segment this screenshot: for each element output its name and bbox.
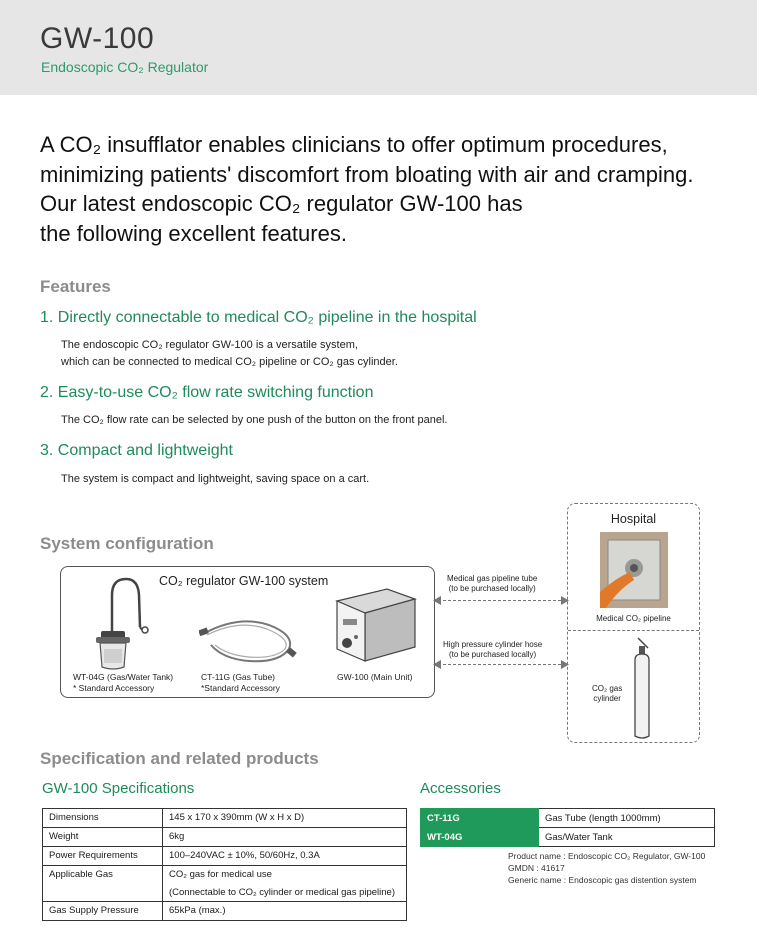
table-row: Power Requirements 100–240VAC ± 10%, 50/…: [42, 846, 407, 866]
cylinder-hose-line: (to be purchased locally): [449, 650, 537, 659]
product-info-line: Product name : Endoscopic CO₂ Regulator,…: [508, 851, 706, 861]
feature-body-line: The endoscopic CO₂ regulator GW-100 is a…: [61, 339, 358, 351]
product-title: GW-100: [40, 22, 155, 55]
spec-table: Dimensions 145 x 170 x 390mm (W x H x D)…: [42, 808, 407, 921]
table-row: Weight 6kg: [42, 827, 407, 847]
feature-body-1: The endoscopic CO₂ regulator GW-100 is a…: [61, 337, 398, 371]
accessories-title: Accessories: [420, 780, 501, 797]
medical-pipeline-label: Medical CO₂ pipeline: [596, 614, 671, 623]
table-row: CT-11G Gas Tube (length 1000mm): [420, 808, 715, 828]
spec-key: Gas Supply Pressure: [42, 901, 163, 921]
spec-value: CO₂ gas for medical use (Connectable to …: [162, 865, 407, 902]
arrow-left-icon: [433, 660, 441, 669]
intro-line: the following excellent features.: [40, 220, 347, 246]
spec-value: 65kPa (max.): [162, 901, 407, 921]
gas-water-tank-icon: [96, 577, 149, 670]
pipeline-tube-label: Medical gas pipeline tube (to be purchas…: [447, 574, 537, 594]
spec-key: Dimensions: [42, 808, 163, 828]
tank-label: WT-04G (Gas/Water Tank) * Standard Acces…: [73, 672, 173, 694]
product-info-line: GMDN : 41617: [508, 863, 565, 873]
feature-body-2: The CO₂ flow rate can be selected by one…: [61, 412, 447, 429]
spec-value-line: (Connectable to CO₂ cylinder or medical …: [169, 887, 395, 898]
system-config-title: System configuration: [40, 534, 214, 553]
accessory-desc: Gas/Water Tank: [538, 827, 715, 847]
accessories-table: CT-11G Gas Tube (length 1000mm) WT-04G G…: [420, 808, 715, 847]
spec-value: 145 x 170 x 390mm (W x H x D): [162, 808, 407, 828]
table-row: Gas Supply Pressure 65kPa (max.): [42, 901, 407, 921]
arrow-right-icon: [561, 596, 569, 605]
feature-heading-3: 3. Compact and lightweight: [40, 442, 233, 459]
header-band: GW-100 Endoscopic CO₂ Regulator: [0, 0, 757, 95]
cylinder-label: CO₂ gas cylinder: [592, 684, 622, 704]
intro-line: Our latest endoscopic CO₂ regulator GW-1…: [40, 191, 523, 216]
spec-key: Applicable Gas: [42, 865, 163, 902]
pipeline-tube-line: Medical gas pipeline tube: [447, 574, 538, 583]
spec-value: 100–240VAC ± 10%, 50/60Hz, 0.3A: [162, 846, 407, 866]
main-unit-icon: [335, 588, 417, 662]
table-row: WT-04G Gas/Water Tank: [420, 827, 715, 847]
feature-heading-1: 1. Directly connectable to medical CO₂ p…: [40, 309, 477, 326]
cylinder-connector: [438, 664, 566, 665]
intro-paragraph: A CO₂ insufflator enables clinicians to …: [40, 130, 740, 248]
pipeline-tube-line: (to be purchased locally): [448, 584, 536, 593]
spec-value-line: CO₂ gas for medical use: [169, 869, 272, 880]
accessory-desc: Gas Tube (length 1000mm): [538, 808, 715, 828]
features-title: Features: [40, 277, 111, 296]
accessory-code: CT-11G: [420, 808, 539, 828]
tube-label-line: CT-11G (Gas Tube): [201, 672, 276, 682]
gas-cylinder-icon: [634, 637, 650, 739]
cylinder-hose-line: High pressure cylinder hose: [443, 640, 543, 649]
cylinder-label-line: cylinder: [593, 694, 621, 703]
arrow-right-icon: [561, 660, 569, 669]
system-box: CO₂ regulator GW-100 system WT-04G (Gas/…: [60, 566, 435, 698]
product-info: Product name : Endoscopic CO₂ Regulator,…: [508, 850, 705, 886]
product-subtitle: Endoscopic CO₂ Regulator: [41, 59, 209, 75]
gas-tube-icon: [199, 620, 297, 663]
table-row: Dimensions 145 x 170 x 390mm (W x H x D): [42, 808, 407, 828]
spec-table-title: GW-100 Specifications: [42, 780, 195, 797]
spec-section-title: Specification and related products: [40, 749, 319, 768]
tank-label-line: WT-04G (Gas/Water Tank): [73, 672, 174, 682]
cylinder-hose-label: High pressure cylinder hose (to be purch…: [443, 640, 542, 660]
hospital-divider: [568, 630, 699, 631]
tube-label-line: *Standard Accessory: [201, 683, 280, 693]
cylinder-label-line: CO₂ gas: [592, 684, 623, 693]
pipeline-outlet-photo: [600, 532, 668, 608]
feature-body-line: which can be connected to medical CO₂ pi…: [61, 356, 398, 368]
feature-body-3: The system is compact and lightweight, s…: [61, 471, 369, 488]
intro-line: A CO₂ insufflator enables clinicians to …: [40, 132, 668, 157]
unit-label: GW-100 (Main Unit): [337, 672, 413, 682]
pipeline-connector: [438, 600, 566, 601]
feature-body-line: The CO₂ flow rate can be selected by one…: [61, 414, 448, 426]
spec-value: 6kg: [162, 827, 407, 847]
hospital-title: Hospital: [610, 512, 657, 526]
accessory-code: WT-04G: [420, 827, 539, 847]
system-box-title: CO₂ regulator GW-100 system: [159, 574, 329, 588]
feature-heading-2: 2. Easy-to-use CO₂ flow rate switching f…: [40, 384, 374, 401]
feature-body-line: The system is compact and lightweight, s…: [61, 473, 370, 485]
table-row: Applicable Gas CO₂ gas for medical use (…: [42, 865, 407, 902]
hospital-box: Hospital Medical CO₂ pipeline CO₂ gas cy…: [567, 503, 700, 743]
tube-label: CT-11G (Gas Tube) *Standard Accessory: [201, 672, 280, 694]
spec-key: Weight: [42, 827, 163, 847]
intro-line: minimizing patients' discomfort from blo…: [40, 161, 694, 187]
arrow-left-icon: [433, 596, 441, 605]
tank-label-line: * Standard Accessory: [73, 683, 155, 693]
spec-key: Power Requirements: [42, 846, 163, 866]
product-info-line: Generic name : Endoscopic gas distention…: [508, 875, 697, 885]
